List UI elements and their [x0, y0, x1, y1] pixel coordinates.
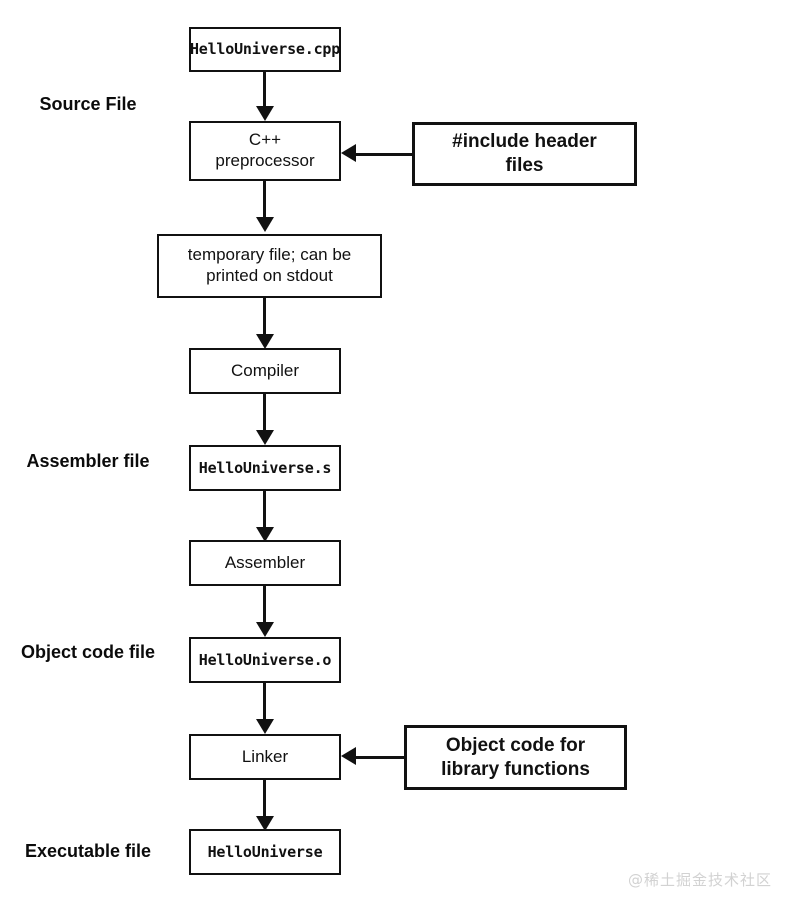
edge-library-to-linker-arrowhead-icon	[341, 747, 356, 765]
stage-label-object-code-file-line1: Object code	[20, 642, 124, 662]
edge-object-to-linker-line	[263, 683, 266, 721]
edge-object-to-linker-arrowhead-icon	[255, 719, 274, 734]
stage-label-assembler-file-line1: Assembler	[26, 451, 119, 471]
sidebox-include-header-files[interactable]: #include header files	[412, 122, 637, 186]
node-temporary-file-line2: printed on stdout	[206, 266, 333, 285]
node-hellouniverse-cpp-label: HelloUniverse.cpp	[189, 40, 341, 59]
edge-cpp-to-preprocessor-arrowhead-icon	[255, 106, 274, 121]
node-assembler-label: Assembler	[224, 552, 306, 572]
edge-assembler-to-object-arrowhead-icon	[255, 622, 274, 637]
sidebox-object-code-library-line1: Object code for	[445, 734, 586, 756]
edge-linker-to-executable-arrowhead-icon	[255, 816, 274, 831]
node-hellouniverse-label: HelloUniverse	[207, 842, 323, 861]
stage-label-source-file-line1: Source File	[39, 94, 137, 114]
node-temporary-file[interactable]: temporary file; can be printed on stdout	[157, 234, 382, 298]
node-cpp-preprocessor-line2: preprocessor	[215, 151, 315, 170]
node-temporary-file-line1: temporary file; can be	[187, 245, 352, 265]
node-linker-label: Linker	[241, 746, 289, 766]
edge-library-to-linker-line	[348, 755, 406, 759]
node-hellouniverse-s[interactable]: HelloUniverse.s	[189, 445, 341, 491]
stage-label-object-code-file-line2: file	[129, 642, 156, 662]
edge-tempfile-to-compiler-line	[263, 298, 266, 336]
edge-tempfile-to-compiler-arrowhead-icon	[255, 334, 274, 349]
stage-label-object-code-file: Object code file	[18, 641, 158, 664]
edge-preprocessor-to-tempfile-arrowhead-icon	[255, 217, 274, 232]
node-hellouniverse-o-label: HelloUniverse.o	[198, 650, 332, 669]
sidebox-include-header-files-line1: #include header	[452, 131, 597, 153]
stage-label-source-file: Source File	[18, 93, 158, 116]
node-hellouniverse-s-label: HelloUniverse.s	[198, 458, 332, 477]
edge-include-to-preprocessor-line	[348, 152, 414, 156]
node-assembler[interactable]: Assembler	[189, 540, 341, 586]
edge-include-to-preprocessor-arrowhead-icon	[341, 144, 356, 162]
sidebox-include-header-files-line2: files	[505, 155, 544, 176]
stage-label-assembler-file: Assembler file	[18, 450, 158, 473]
edge-assembly-to-assembler-line	[263, 491, 266, 529]
node-compiler[interactable]: Compiler	[189, 348, 341, 394]
edge-assembly-to-assembler-arrowhead-icon	[255, 527, 274, 542]
node-hellouniverse-o[interactable]: HelloUniverse.o	[189, 637, 341, 683]
edge-cpp-to-preprocessor-line	[263, 72, 266, 108]
node-hellouniverse-cpp[interactable]: HelloUniverse.cpp	[189, 27, 341, 72]
stage-label-executable-file-line2: file	[125, 841, 152, 861]
stage-label-executable-file: Executable file	[18, 840, 158, 863]
stage-label-assembler-file-line2: file	[123, 451, 150, 471]
node-linker[interactable]: Linker	[189, 734, 341, 780]
sidebox-object-code-library-line2: library functions	[441, 758, 590, 780]
stage-label-executable-file-line1: Executable	[24, 841, 120, 861]
edge-preprocessor-to-tempfile-line	[263, 181, 266, 219]
node-cpp-preprocessor[interactable]: C++ preprocessor	[189, 121, 341, 181]
edge-linker-to-executable-line	[263, 780, 266, 818]
edge-assembler-to-object-line	[263, 586, 266, 624]
watermark: @稀土掘金技术社区	[627, 871, 772, 889]
edge-compiler-to-assembly-arrowhead-icon	[255, 430, 274, 445]
edge-compiler-to-assembly-line	[263, 394, 266, 432]
node-cpp-preprocessor-line1: C++	[248, 130, 282, 150]
node-compiler-label: Compiler	[230, 360, 300, 380]
node-hellouniverse[interactable]: HelloUniverse	[189, 829, 341, 875]
sidebox-object-code-library[interactable]: Object code for library functions	[404, 725, 627, 790]
